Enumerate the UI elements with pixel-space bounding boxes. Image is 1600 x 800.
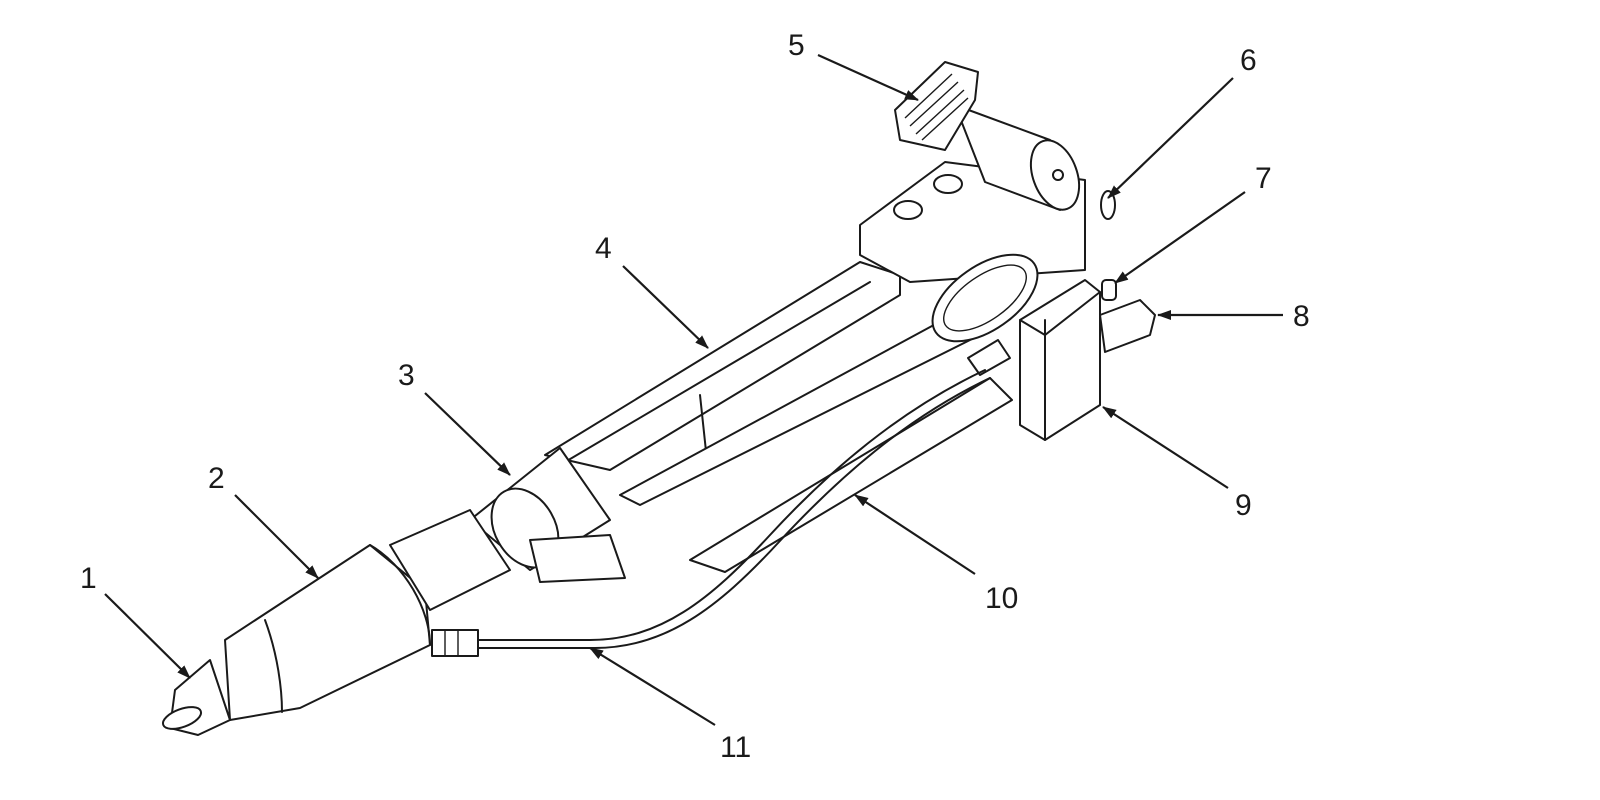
cup-connector: [529, 534, 626, 583]
svg-text:5: 5: [788, 29, 805, 62]
fitting-7: [1101, 279, 1117, 301]
svg-text:1: 1: [80, 562, 97, 595]
callout-1: 1: [80, 562, 191, 679]
upper-conduit: [689, 377, 1013, 573]
fitting-8: [1099, 299, 1156, 353]
shield-cup: [224, 544, 431, 721]
lower-cable: [469, 369, 986, 641]
svg-text:11: 11: [720, 731, 751, 764]
shield-collar: [389, 509, 511, 611]
callout-3: 3: [398, 359, 511, 476]
svg-text:4: 4: [595, 232, 612, 265]
nameplate: [931, 253, 1039, 343]
callouts: 1 2 3 4 5 6 7 8: [80, 29, 1310, 764]
callout-9: 9: [1102, 406, 1252, 522]
callout-4: 4: [595, 232, 709, 349]
svg-text:8: 8: [1293, 300, 1310, 333]
callout-5: 5: [788, 29, 919, 102]
svg-text:7: 7: [1255, 162, 1272, 195]
svg-text:9: 9: [1235, 489, 1252, 522]
bracket-hole: [933, 174, 963, 194]
svg-text:2: 2: [208, 462, 225, 495]
callout-2: 2: [208, 462, 319, 579]
torch-drawing: [161, 61, 1156, 736]
callout-11: 11: [589, 647, 751, 764]
bracket-hole: [893, 200, 923, 220]
svg-text:10: 10: [985, 582, 1018, 615]
callout-8: 8: [1157, 300, 1310, 333]
cable-fitting: [431, 629, 479, 657]
rear-block: [1019, 279, 1101, 441]
fitting-connector: [967, 339, 1011, 376]
knob: [894, 61, 979, 151]
svg-text:3: 3: [398, 359, 415, 392]
torch-body: [544, 261, 901, 471]
callout-7: 7: [1114, 162, 1272, 284]
callout-6: 6: [1107, 44, 1257, 199]
fitting-6: [1100, 190, 1116, 220]
svg-text:6: 6: [1240, 44, 1257, 77]
callout-10: 10: [854, 494, 1018, 615]
